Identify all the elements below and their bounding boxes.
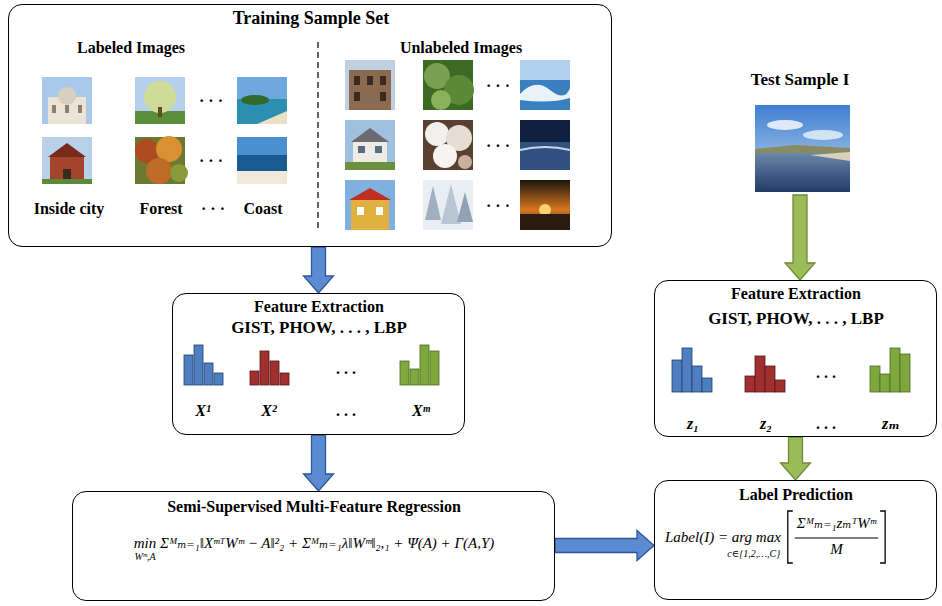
box-title: Feature Extraction — [254, 297, 384, 316]
photo-thumbnail — [42, 77, 92, 124]
section-heading: Labeled Images — [77, 38, 185, 57]
process-box: Feature ExtractionGIST, PHOW, . . . , LB… — [654, 280, 937, 437]
process-box: Label PredictionLabel(I) = arg max c∈{1,2… — [654, 480, 937, 600]
ellipsis: . . . — [336, 359, 356, 378]
photo-thumbnail — [423, 180, 473, 230]
process-box: Feature ExtractionGIST, PHOW, . . . , LB… — [172, 293, 465, 435]
divider-line — [317, 42, 318, 228]
ellipsis: · · · — [486, 196, 510, 215]
ellipsis: . . . — [336, 401, 356, 420]
box-title: Semi-Supervised Multi-Feature Regression — [167, 497, 461, 516]
fraction-bar — [795, 537, 878, 538]
class-label: Forest — [139, 199, 182, 218]
ellipsis: · · · — [486, 136, 510, 155]
feature-list: GIST, PHOW, . . . , LBP — [231, 318, 407, 338]
class-label: Inside city — [34, 199, 105, 218]
test-photo — [755, 105, 850, 192]
ellipsis: · · · — [201, 199, 225, 218]
process-box: Semi-Supervised Multi-Feature Regression… — [72, 491, 555, 601]
photo-thumbnail — [135, 77, 185, 124]
feature-symbol: X² — [261, 401, 276, 420]
class-label: Coast — [243, 199, 282, 218]
formula-subscript: c∈{1,2,…,C} — [727, 548, 780, 560]
sample-set-panel: Training Sample SetLabeled Images Unlabel… — [8, 4, 612, 247]
flow-arrow — [555, 531, 654, 561]
ellipsis: · · · — [199, 91, 223, 110]
ellipsis: · · · — [486, 76, 510, 95]
ellipsis: · · · — [199, 151, 223, 170]
formula: min Σᴹₘ₌₁‖XᵐᵀWᵐ − A‖²₂ + Σᴹₘ₌₁λ‖Wᵐ‖₂,₁ +… — [134, 534, 495, 552]
formula: Label(I) = arg max — [665, 528, 781, 546]
ellipsis: . . . — [816, 414, 836, 433]
ellipsis: . . . — [816, 363, 836, 382]
photo-thumbnail — [423, 120, 473, 170]
box-title: Label Prediction — [739, 485, 853, 504]
flow-arrow — [304, 435, 334, 491]
formula: M — [830, 540, 843, 558]
histogram-icon — [400, 345, 439, 385]
photo-thumbnail — [345, 180, 395, 230]
histogram-icon — [184, 345, 223, 385]
panel-title: Training Sample Set — [233, 8, 390, 30]
photo-thumbnail — [237, 77, 287, 124]
feature-symbol: zₘ — [882, 414, 900, 433]
feature-symbol: z₁ — [687, 414, 699, 433]
flow-arrow — [304, 247, 334, 293]
feature-symbol: Xᵐ — [412, 401, 430, 420]
test-sample: Test Sample I — [730, 68, 870, 195]
formula-subscript: Wᵐ,A — [134, 551, 155, 563]
histogram-icon — [870, 348, 910, 392]
photo-thumbnail — [520, 180, 570, 230]
formula: Σᴹₘ₌₁zₘᵀWᵐ — [797, 514, 876, 532]
photo-thumbnail — [237, 137, 287, 184]
formula-bracket — [788, 511, 793, 563]
histogram-icon — [250, 351, 289, 385]
feature-symbol: X¹ — [195, 401, 210, 420]
histogram-icon — [672, 348, 712, 392]
box-title: Feature Extraction — [731, 284, 861, 303]
histogram-icon — [745, 356, 785, 392]
sample-heading: Test Sample I — [751, 70, 850, 90]
photo-thumbnail — [520, 60, 570, 110]
photo-thumbnail — [423, 60, 474, 110]
flow-arrow — [781, 437, 811, 480]
formula-bracket — [880, 511, 885, 563]
photo-thumbnail — [135, 136, 188, 184]
photo-thumbnail — [520, 120, 570, 170]
feature-symbol: z₂ — [760, 414, 772, 433]
photo-thumbnail — [42, 137, 92, 184]
photo-thumbnail — [345, 120, 395, 170]
feature-list: GIST, PHOW, . . . , LBP — [708, 309, 884, 329]
section-heading: Unlabeled Images — [400, 38, 522, 57]
photo-thumbnail — [345, 60, 395, 110]
flow-arrow — [785, 195, 815, 280]
